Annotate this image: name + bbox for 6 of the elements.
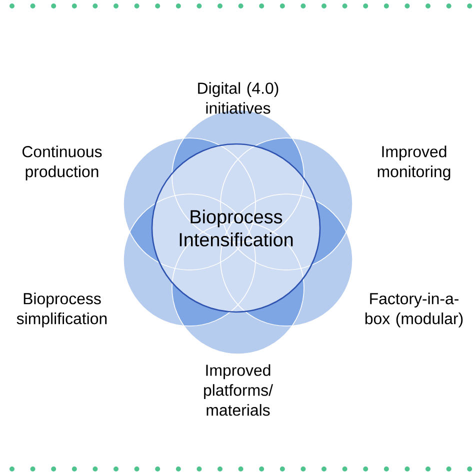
label-text: Bioprocess simplification	[16, 292, 107, 328]
label-text: Digital (4.0) initiatives	[198, 82, 278, 114]
label-text: Improved monitoring	[378, 146, 450, 180]
label-text: Factory-in-a-box (modular)	[365, 292, 463, 328]
label-text: Improved platforms/ materials	[204, 364, 273, 416]
label-text: Continuous production	[22, 146, 102, 180]
